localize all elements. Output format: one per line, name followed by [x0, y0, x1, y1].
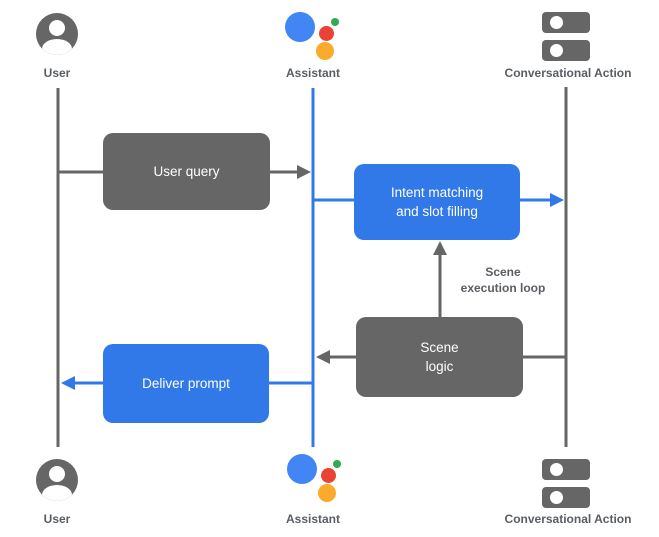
assistant-logo-blue-circle: [285, 12, 315, 42]
user-query-box: User query: [103, 133, 270, 210]
intent-matching-box: Intent matching and slot filling: [354, 164, 520, 240]
user-icon: [36, 459, 78, 501]
user-icon-head: [49, 20, 65, 36]
server-row-icon: [542, 459, 590, 480]
assistant-logo-green-circle: [331, 18, 339, 26]
scene-logic-box: Scene logic: [356, 317, 523, 397]
deliver-prompt-label: Deliver prompt: [142, 376, 230, 391]
scene-loop-arrow: [433, 241, 447, 317]
assistant-label-top: Assistant: [285, 66, 341, 80]
scene-execution-loop-annotation: Scene execution loop: [437, 265, 569, 296]
assistant-logo-yellow-circle: [316, 42, 334, 60]
user-icon: [36, 13, 78, 55]
user-label-bottom: User: [43, 512, 71, 526]
server-dot-icon: [550, 44, 563, 57]
conversational-action-icon: [542, 12, 590, 61]
user-icon-head: [49, 466, 65, 482]
conversational-action-label-top: Conversational Action: [504, 66, 632, 80]
deliver-prompt-box: Deliver prompt: [103, 344, 269, 423]
scene-logic-label-line2: logic: [425, 359, 454, 374]
conversational-action-label-bottom: Conversational Action: [504, 512, 632, 526]
server-dot-icon: [550, 16, 563, 29]
intent-matching-label-line1: Intent matching: [390, 185, 484, 200]
assistant-logo-red-circle: [319, 26, 334, 41]
scene-execution-loop-line2: execution loop: [460, 280, 546, 295]
assistant-label-bottom: Assistant: [285, 512, 341, 526]
server-dot-icon: [550, 491, 563, 504]
user-query-label: User query: [153, 164, 220, 179]
assistant-logo-blue-circle: [287, 454, 317, 484]
user-icon-shoulders: [42, 39, 72, 55]
user-label-top: User: [43, 66, 71, 80]
scene-execution-loop-line1: Scene: [485, 265, 521, 279]
assistant-icon: [285, 12, 341, 62]
assistant-logo-red-circle: [321, 468, 336, 483]
user-icon-shoulders: [42, 485, 72, 501]
server-row-icon: [542, 12, 590, 33]
assistant-logo-green-circle: [333, 460, 341, 468]
scene-logic-label-line1: Scene: [420, 340, 459, 355]
conversational-action-icon: [542, 459, 590, 508]
assistant-icon: [287, 454, 343, 504]
server-row-icon: [542, 40, 590, 61]
server-row-icon: [542, 487, 590, 508]
assistant-logo-yellow-circle: [318, 484, 336, 502]
intent-matching-label-line2: and slot filling: [396, 204, 478, 219]
server-dot-icon: [550, 463, 563, 476]
